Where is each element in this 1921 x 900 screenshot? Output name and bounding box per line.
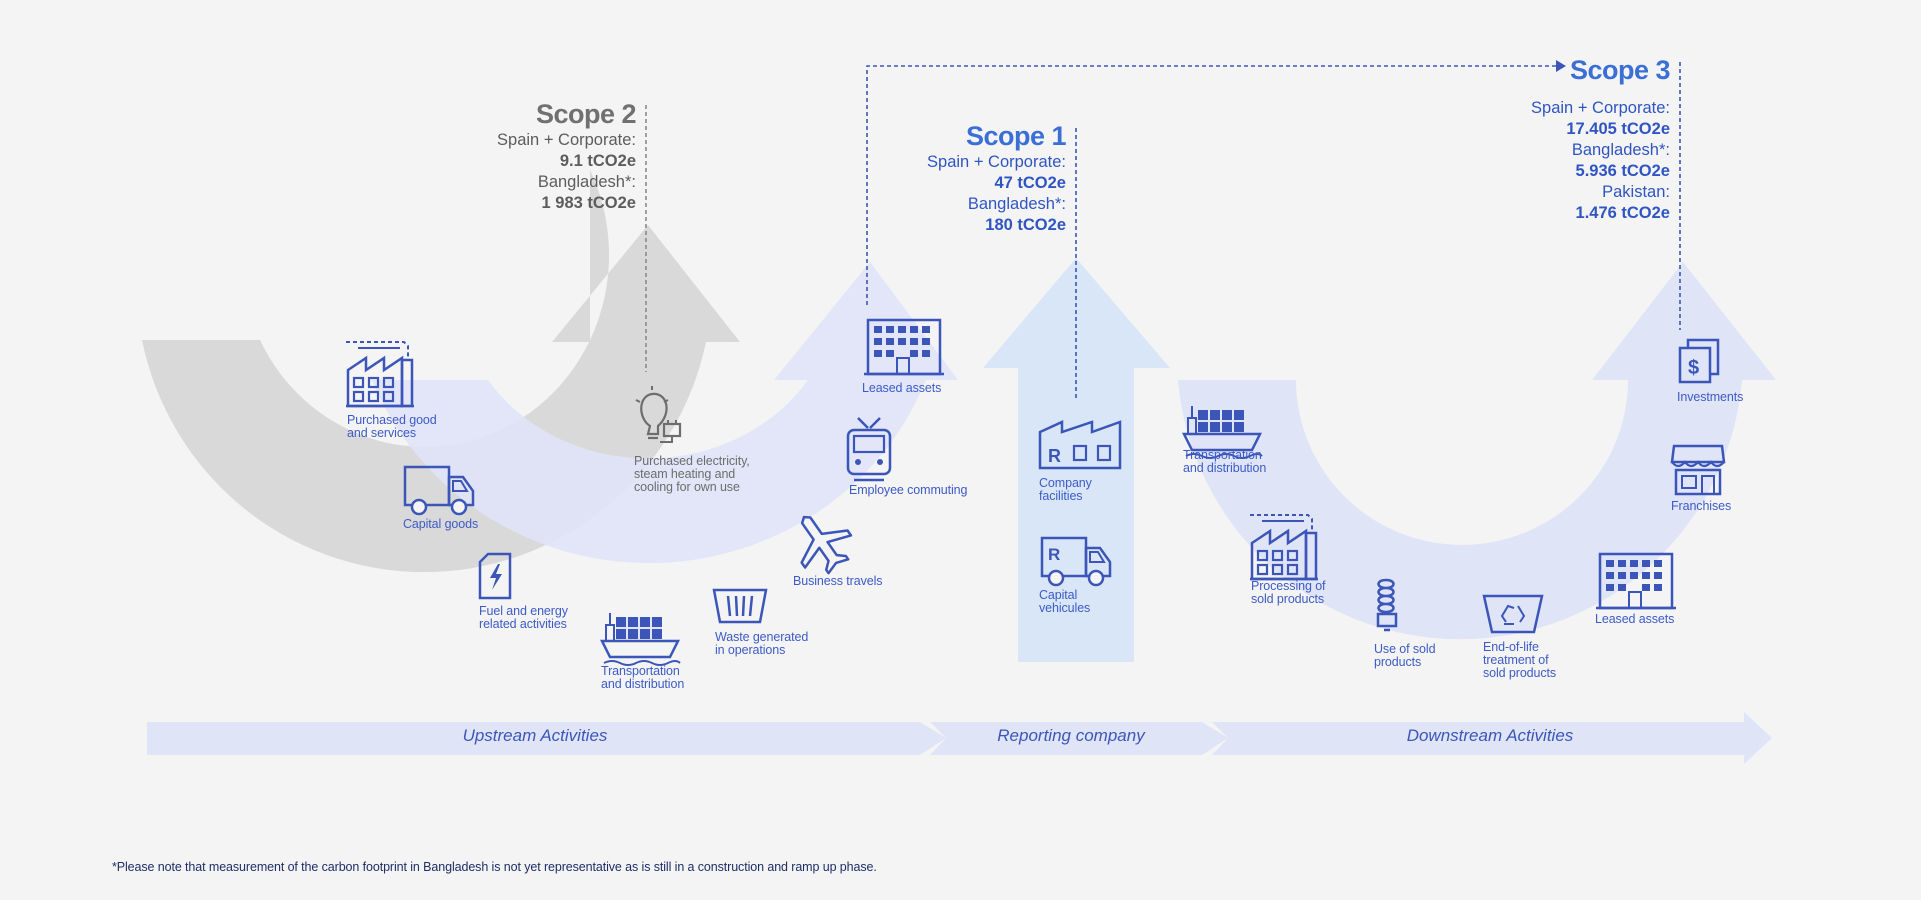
label-use-sold: Use of sold products (1374, 642, 1436, 669)
footnote: *Please note that measurement of the car… (112, 860, 877, 874)
activity-band (147, 712, 1772, 764)
company-truck-icon: R (1040, 536, 1112, 587)
label-purchased-goods: Purchased good and services (347, 413, 437, 440)
airplane-icon (800, 515, 853, 575)
lightbulb-plug-icon (635, 386, 682, 443)
scope1-title: Scope 1 (965, 121, 1067, 151)
scope3-val3: 1.476 tCO2e (1575, 204, 1670, 222)
scope3-val1: 17.405 tCO2e (1566, 120, 1670, 138)
svg-text:R: R (1048, 545, 1060, 564)
label-upstream-leased-assets: Leased assets (862, 381, 942, 395)
label-purchased-electricity: Purchased electricity, steam heating and… (634, 454, 750, 494)
scope1-line1: Spain + Corporate: (927, 153, 1066, 171)
label-fuel-energy: Fuel and energy related activities (479, 604, 568, 631)
label-processing: Processing of sold products (1251, 579, 1326, 606)
label-business-travels: Business travels (793, 574, 883, 588)
tram-icon (846, 417, 892, 482)
storefront-icon (1670, 444, 1726, 496)
scope2-val2: 1 983 tCO2e (541, 194, 636, 212)
label-company-facilities: Company facilities (1039, 476, 1092, 503)
scope3-line3: Pakistan: (1602, 183, 1670, 201)
label-waste: Waste generated in operations (715, 630, 809, 657)
scope3-val2: 5.936 tCO2e (1575, 162, 1670, 180)
scope2-title: Scope 2 (535, 99, 637, 129)
label-downstream-transport: Transportation and distribution (1183, 448, 1267, 475)
scope2-val1: 9.1 tCO2e (559, 152, 636, 170)
scope3-values: Spain + Corporate: 17.405 tCO2e Banglade… (1531, 98, 1670, 224)
scope1-line2: Bangladesh*: (967, 195, 1066, 213)
label-end-of-life: End-of-life treatment of sold products (1483, 640, 1557, 680)
money-document-icon: $ (1678, 338, 1720, 384)
band-reporting-label: Reporting company (997, 726, 1145, 745)
scope1-val1: 47 tCO2e (994, 174, 1066, 192)
label-franchises: Franchises (1671, 499, 1732, 513)
label-capital-goods: Capital goods (403, 517, 479, 531)
scope2-line2: Bangladesh*: (537, 173, 636, 191)
downstream-u-arrow (1178, 262, 1776, 640)
scope3-line2: Bangladesh*: (1571, 141, 1670, 159)
svg-text:$: $ (1688, 357, 1699, 379)
label-capital-vehicules: Capital vehicules (1039, 588, 1091, 615)
cargo-ship-icon (600, 611, 682, 667)
band-upstream-label: Upstream Activities (462, 726, 608, 745)
label-downstream-leased-assets: Leased assets (1595, 612, 1675, 626)
scope3-line1: Spain + Corporate: (1531, 99, 1670, 117)
svg-text:R: R (1048, 446, 1061, 466)
upstream-u-arrow (372, 262, 958, 564)
scope3-title: Scope 3 (1569, 55, 1671, 85)
label-investments: Investments (1677, 390, 1744, 404)
recycle-bin-icon (1482, 594, 1544, 634)
scope1-block: Scope 1 Spain + Corporate: 47 tCO2e Bang… (927, 120, 1066, 236)
scope2-block: Scope 2 Spain + Corporate: 9.1 tCO2e Ban… (497, 98, 636, 214)
company-facility-icon: R (1038, 420, 1122, 470)
label-upstream-transport: Transportation and distribution (601, 664, 685, 691)
scope1-val2: 180 tCO2e (985, 216, 1066, 234)
band-downstream-label: Downstream Activities (1406, 726, 1574, 745)
cfl-bulb-icon (1376, 578, 1398, 632)
scope2-line1: Spain + Corporate: (497, 131, 636, 149)
label-employee-commuting: Employee commuting (849, 483, 968, 497)
scope3-block: Scope 3 (1569, 54, 1671, 86)
waste-basket-icon (712, 588, 768, 624)
fuel-can-icon (478, 552, 512, 600)
